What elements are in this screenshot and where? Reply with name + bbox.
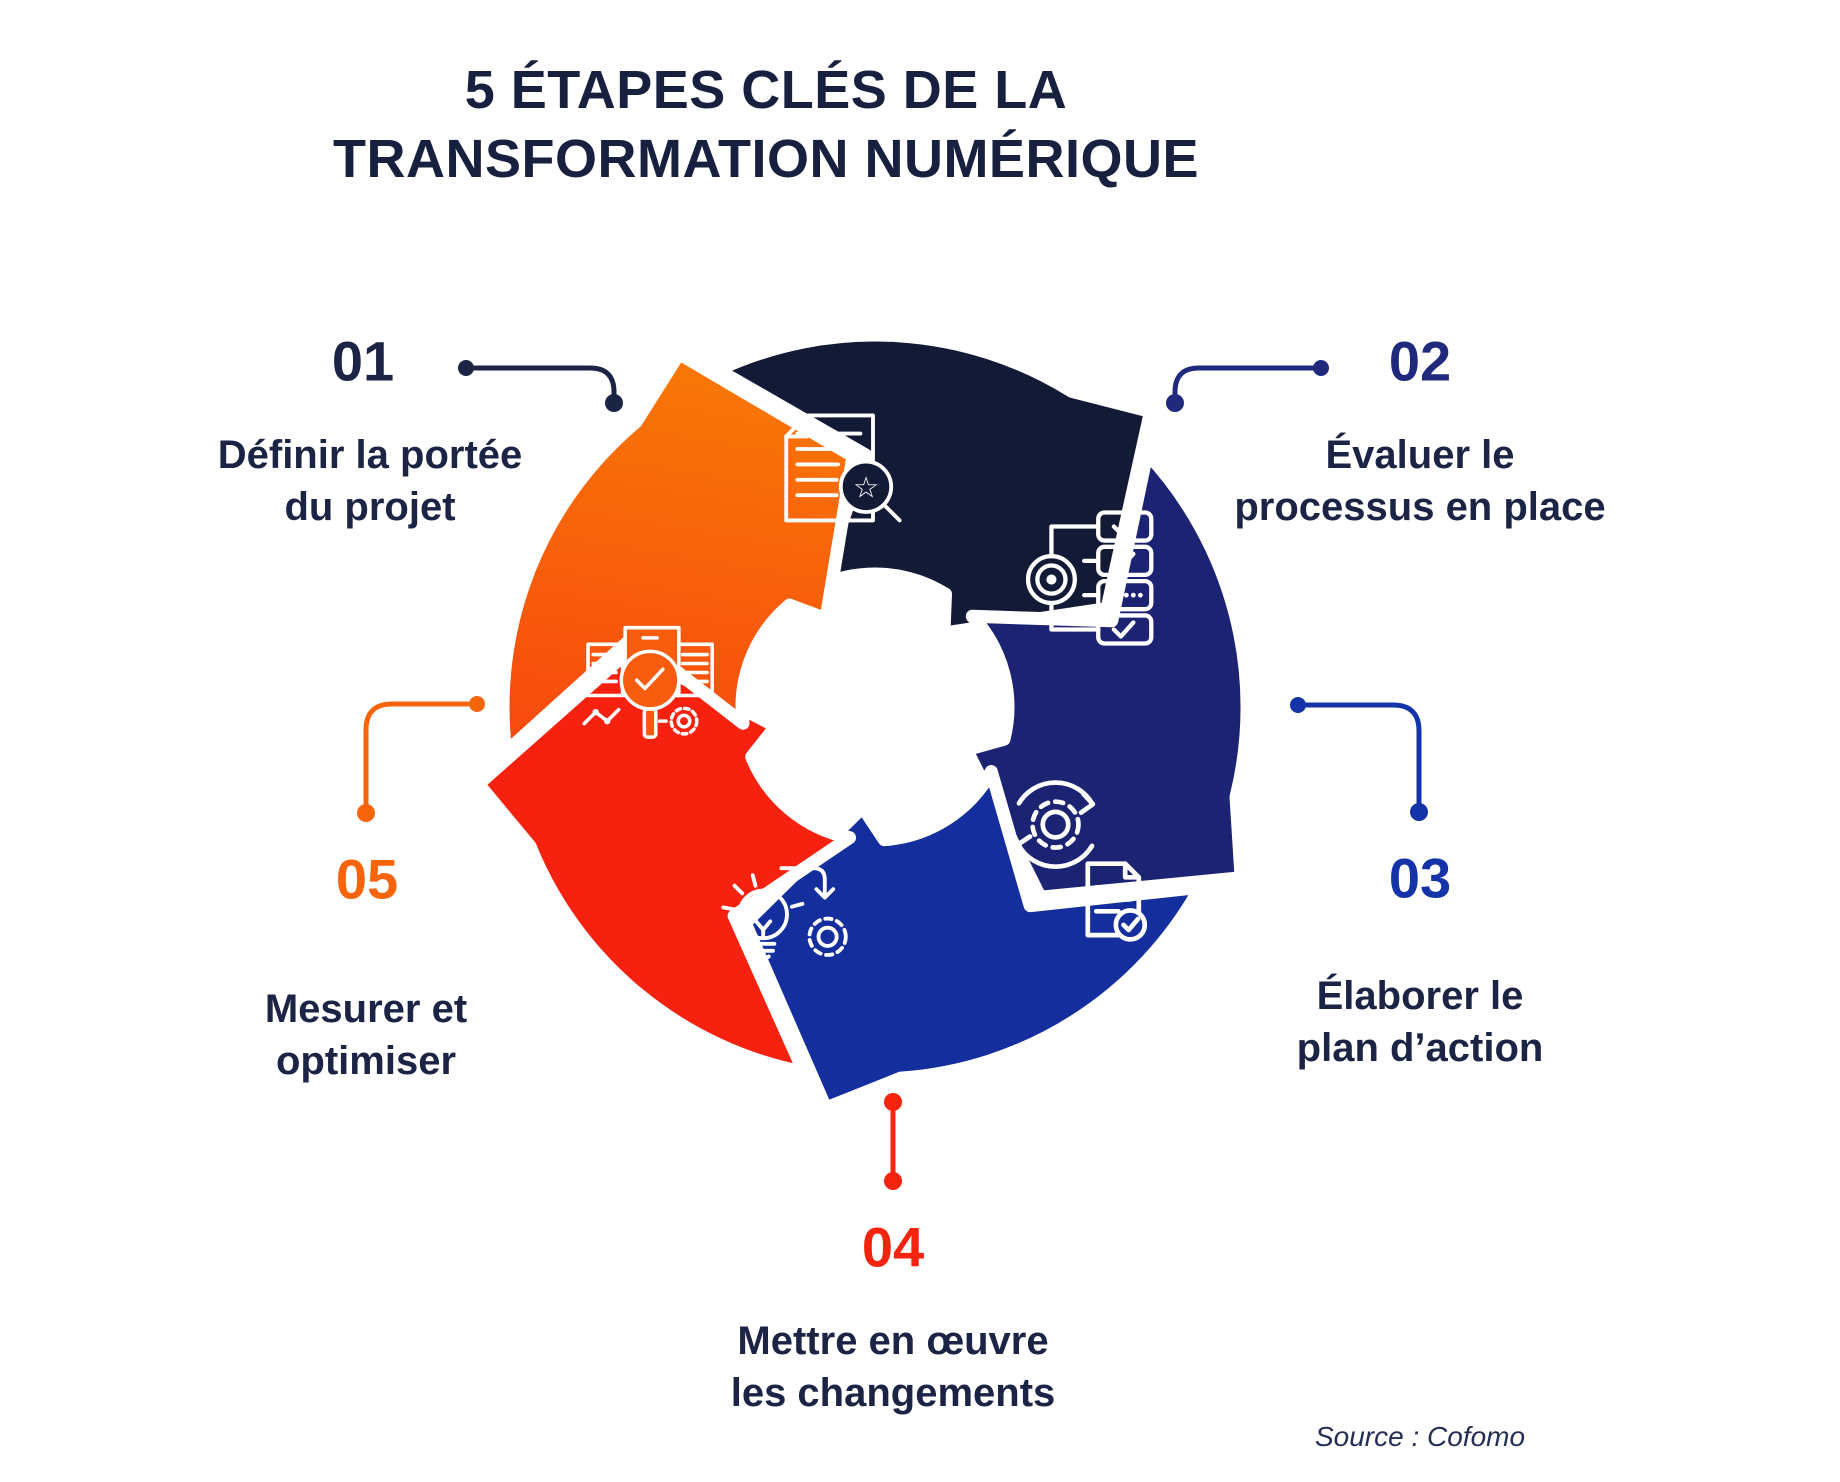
measure-optimize-icon: [582, 625, 714, 739]
step-02-number: 02: [1388, 329, 1452, 393]
connectors: [357, 360, 1428, 1190]
step-04-number: 04: [861, 1215, 925, 1279]
connector-step-02: [1166, 360, 1329, 412]
svg-text:☆: ☆: [853, 470, 879, 504]
title-line-2: TRANSFORMATION NUMÉRIQUE: [333, 129, 1199, 190]
document-search-icon: ☆: [784, 413, 902, 523]
step-01-label: Définir la portée du projet: [217, 433, 523, 529]
cycle-segment-05: [496, 347, 860, 759]
cycle-ring: [471, 328, 1254, 1115]
step-04-label: Mettre en œuvre les changements: [730, 1319, 1056, 1415]
connector-step-05: [357, 696, 485, 822]
cycle-segment-04: [471, 643, 857, 1079]
process-checklist-icon: [1025, 510, 1154, 646]
idea-implementation-icon: [721, 866, 848, 961]
connector-step-01: [458, 360, 623, 412]
title-line-1: 5 ÉTAPES CLÉS DE LA: [464, 60, 1068, 120]
step-05-number: 05: [335, 847, 399, 911]
action-plan-gears-icon: [1014, 780, 1148, 942]
step-03-label: Élaborer le plan d’action: [1296, 974, 1544, 1070]
cycle-segment-03: [738, 765, 1207, 1115]
step-03-number: 03: [1388, 846, 1452, 910]
source-credit: Source : Cofomo: [1314, 1421, 1526, 1452]
connector-step-03: [1290, 697, 1428, 821]
step-02-label: Évaluer le processus en place: [1234, 433, 1606, 529]
connector-step-04: [884, 1093, 902, 1190]
step-05-label: Mesurer et optimiser: [264, 987, 468, 1083]
step-01-number: 01: [331, 329, 395, 393]
page-title: 5 ÉTAPES CLÉS DE LA TRANSFORMATION NUMÉR…: [0, 56, 1532, 194]
